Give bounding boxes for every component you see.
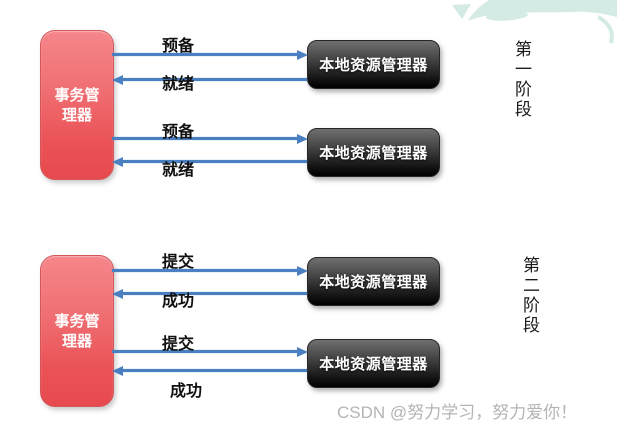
local-resource-manager-box-1: 本地资源管理器	[307, 40, 440, 89]
transaction-manager-box-phase1: 事务管 理器	[40, 30, 114, 180]
arrow-right-prepare-1	[112, 53, 297, 56]
arrow-left-success-2	[123, 369, 307, 372]
message-label-commit-1: 提交	[161, 252, 195, 271]
arrow-left-success-1	[123, 292, 307, 295]
message-label-ready-2: 就绪	[161, 160, 195, 179]
message-label-commit-2: 提交	[161, 334, 195, 353]
transaction-manager-label-line2: 理器	[61, 332, 92, 350]
transaction-manager-label-line2: 理器	[61, 106, 92, 124]
local-resource-manager-label: 本地资源管理器	[319, 144, 428, 162]
arrow-left-ready-1	[123, 78, 307, 81]
transaction-manager-label-line1: 事务管	[54, 312, 100, 330]
local-resource-manager-label: 本地资源管理器	[319, 56, 428, 74]
message-label-prepare-1: 预备	[161, 36, 195, 55]
transaction-manager-label-line1: 事务管	[54, 86, 100, 104]
phase2-label: 第二阶段	[519, 256, 539, 336]
message-label-prepare-2: 预备	[161, 122, 195, 141]
logo-decoration	[452, 0, 617, 44]
transaction-manager-box-phase2: 事务管 理器	[40, 255, 114, 407]
local-resource-manager-box-3: 本地资源管理器	[307, 257, 440, 306]
local-resource-manager-box-4: 本地资源管理器	[307, 339, 440, 388]
phase1-label: 第一阶段	[511, 40, 531, 120]
csdn-watermark: CSDN @努力学习，努力爱你！	[337, 403, 578, 422]
local-resource-manager-label: 本地资源管理器	[319, 355, 428, 373]
message-label-success-1: 成功	[161, 291, 195, 310]
arrow-right-prepare-2	[112, 137, 297, 140]
arrow-right-commit-1	[112, 269, 297, 272]
local-resource-manager-box-2: 本地资源管理器	[307, 128, 440, 177]
message-label-success-2: 成功	[169, 381, 203, 400]
message-label-ready-1: 就绪	[161, 74, 195, 93]
arrow-left-ready-2	[123, 160, 307, 163]
local-resource-manager-label: 本地资源管理器	[319, 273, 428, 291]
arrow-right-commit-2	[112, 350, 297, 353]
